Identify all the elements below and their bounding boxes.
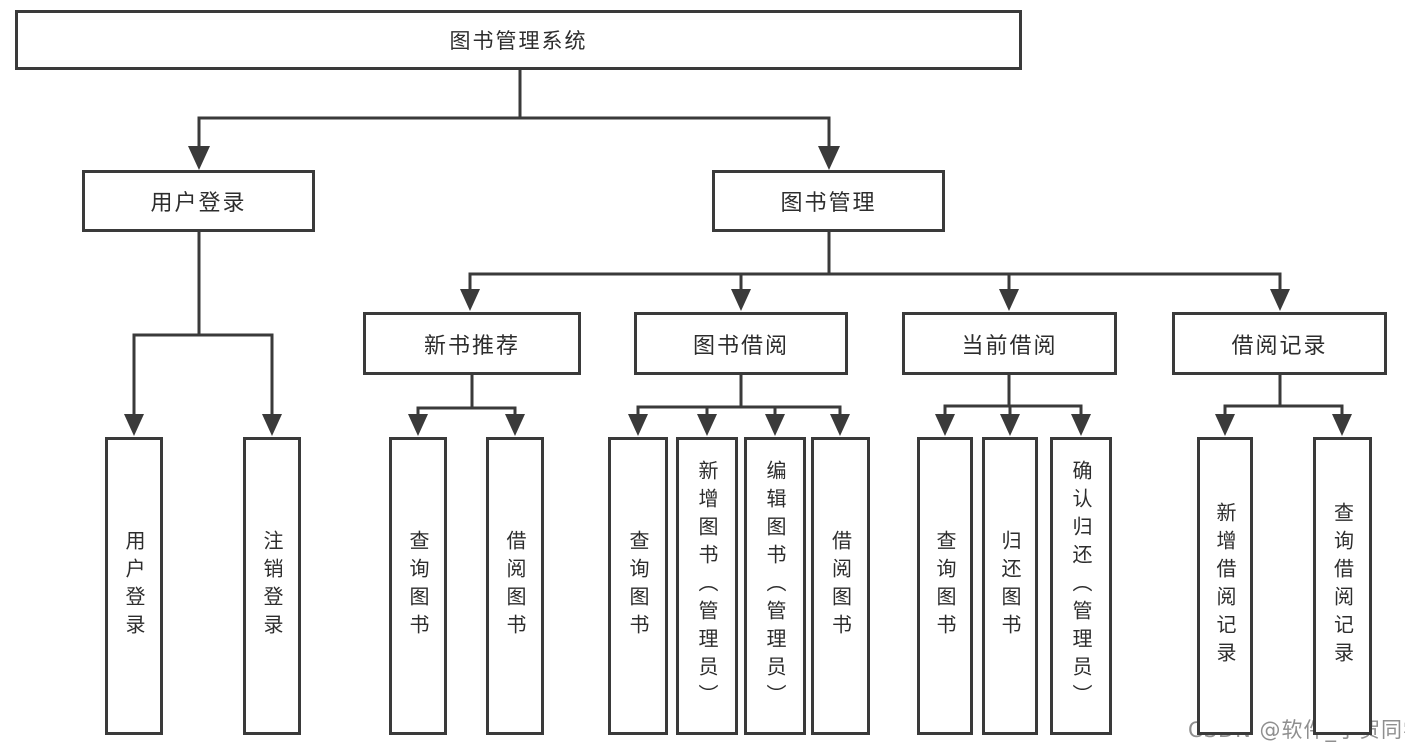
wire-book-borrow-subtree xyxy=(636,373,842,418)
wire-borrow-record-subtree xyxy=(1223,373,1344,418)
arrow-down-icon xyxy=(628,414,648,436)
node-label: 当前借阅 xyxy=(961,333,1058,359)
leaf-label: 注销登录 xyxy=(260,530,284,642)
arrow-down-icon xyxy=(1071,414,1091,436)
arrow-down-icon xyxy=(697,414,717,436)
leaf-label: 查询图书 xyxy=(406,530,430,642)
arrow-down-icon xyxy=(505,414,525,436)
leaf-label: 查询借阅记录 xyxy=(1330,502,1355,670)
node-book-borrowing: 图书借阅 xyxy=(634,312,848,375)
leaf-label: 借阅图书 xyxy=(503,530,527,642)
leaf-label: 借阅图书 xyxy=(828,530,853,642)
node-library-management-system: 图书管理系统 xyxy=(15,10,1022,70)
leaf-logout: 注销登录 xyxy=(243,437,301,735)
arrow-down-icon xyxy=(999,289,1019,311)
arrow-down-icon xyxy=(1270,289,1290,311)
wire-user-login-subtree xyxy=(132,230,274,417)
arrow-down-icon xyxy=(1215,414,1235,436)
arrow-down-icon xyxy=(765,414,785,436)
node-current-borrowing: 当前借阅 xyxy=(902,312,1117,375)
leaf-label: 确认归还（管理员） xyxy=(1069,460,1093,712)
leaf-user-login: 用户登录 xyxy=(105,437,163,735)
wire-book-management-subtree xyxy=(468,230,1282,293)
leaf-label: 归还图书 xyxy=(998,530,1022,642)
wire-new-book-subtree xyxy=(416,373,517,418)
leaf-return-books: 归还图书 xyxy=(982,437,1038,735)
node-label: 图书管理系统 xyxy=(449,29,588,53)
leaf-label: 查询图书 xyxy=(933,530,957,642)
leaf-label: 查询图书 xyxy=(626,530,650,642)
leaf-add-borrow-record: 新增借阅记录 xyxy=(1197,437,1253,735)
leaf-add-books-admin: 新增图书（管理员） xyxy=(676,437,738,735)
leaf-edit-books-admin: 编辑图书（管理员） xyxy=(744,437,806,735)
leaf-label: 编辑图书（管理员） xyxy=(763,460,787,712)
node-label: 新书推荐 xyxy=(423,333,520,359)
arrow-down-icon xyxy=(731,289,751,311)
arrow-down-icon xyxy=(262,414,282,436)
arrow-down-icon xyxy=(830,414,850,436)
leaf-query-books-current: 查询图书 xyxy=(917,437,973,735)
node-new-book-recommendation: 新书推荐 xyxy=(363,312,581,375)
arrow-down-icon xyxy=(460,289,480,311)
leaf-label: 用户登录 xyxy=(122,530,146,642)
arrow-down-icon xyxy=(408,414,428,436)
leaf-query-books-borrowing: 查询图书 xyxy=(608,437,668,735)
leaf-label: 新增借阅记录 xyxy=(1213,502,1237,670)
leaf-confirm-return-admin: 确认归还（管理员） xyxy=(1050,437,1112,735)
leaf-borrow-books-borrowing: 借阅图书 xyxy=(811,437,870,735)
node-borrowing-records: 借阅记录 xyxy=(1172,312,1387,375)
node-user-login: 用户登录 xyxy=(82,170,315,232)
arrow-down-icon xyxy=(935,414,955,436)
node-label: 图书管理 xyxy=(780,191,877,216)
leaf-query-borrow-record: 查询借阅记录 xyxy=(1313,437,1372,735)
leaf-label: 新增图书（管理员） xyxy=(695,460,719,712)
arrow-down-icon xyxy=(124,414,144,436)
leaf-borrow-books-recommend: 借阅图书 xyxy=(486,437,544,735)
leaf-query-books-recommend: 查询图书 xyxy=(389,437,447,735)
node-label: 借阅记录 xyxy=(1231,333,1328,359)
arrow-down-icon xyxy=(818,146,840,170)
arrow-down-icon xyxy=(188,146,210,170)
node-label: 用户登录 xyxy=(150,191,247,216)
wire-root-to-level2 xyxy=(197,68,831,150)
arrow-down-icon xyxy=(1000,414,1020,436)
wire-current-borrow-subtree xyxy=(943,373,1083,418)
node-label: 图书借阅 xyxy=(692,333,789,359)
node-book-management: 图书管理 xyxy=(712,170,945,232)
arrow-down-icon xyxy=(1332,414,1352,436)
